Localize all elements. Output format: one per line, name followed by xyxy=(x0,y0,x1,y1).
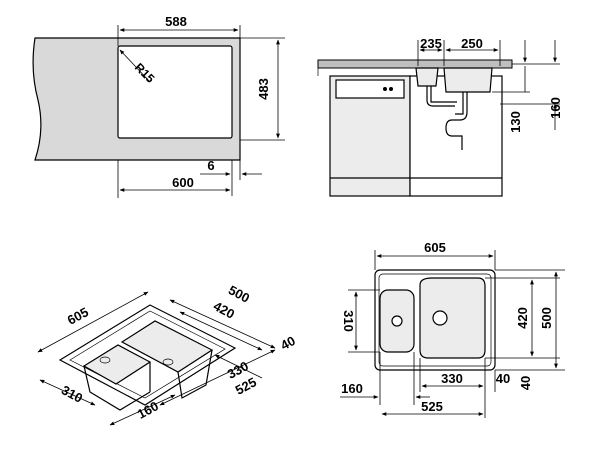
dim-margin-right-label: 40 xyxy=(496,371,510,386)
dim-cabinet-label: 600 xyxy=(172,175,194,190)
dishwasher-panel xyxy=(335,79,405,99)
large-bowl-top xyxy=(419,277,486,359)
sink-rim-inner xyxy=(378,273,492,367)
dim-margin-iso-label: 40 xyxy=(278,333,298,353)
cutout-view: 588 R15 483 6 600 xyxy=(32,14,285,198)
dim-line-radius xyxy=(119,49,151,83)
drain-small-iso xyxy=(99,356,111,364)
dim-offset-label: 6 xyxy=(207,158,214,173)
dim-height-label: 483 xyxy=(256,78,271,100)
dim-line-span-iso xyxy=(159,349,276,406)
small-bowl-section xyxy=(415,67,439,87)
dim-right-bowl-label: 250 xyxy=(461,36,483,51)
countertop-section xyxy=(317,59,513,69)
drain-pipe xyxy=(426,86,468,150)
knob xyxy=(389,87,393,91)
dim-overall-width-label: 605 xyxy=(424,240,446,255)
dim-depth-small-label: 130 xyxy=(508,111,523,133)
dim-length-iso-label: 605 xyxy=(65,304,91,327)
dim-margin-bottom-label: 40 xyxy=(518,376,533,390)
dim-small-bowl-iso-label: 310 xyxy=(59,382,85,405)
dim-small-bowl-width-label: 160 xyxy=(341,381,363,396)
dim-overall-iso-label: 500 xyxy=(226,282,252,305)
dim-overall-height-label: 500 xyxy=(539,307,554,329)
dim-small-bowl-height-label: 310 xyxy=(341,310,356,332)
dim-inner-height-label: 420 xyxy=(515,307,530,329)
dim-line-small-bowl-iso xyxy=(39,379,96,406)
top-view: 605 310 420 500 330 40 40 160 525 xyxy=(340,240,565,418)
drain-small-top xyxy=(391,315,403,327)
drain-pipe xyxy=(430,86,464,115)
dim-line-inner-iso xyxy=(179,311,263,351)
dim-depth-large-label: 160 xyxy=(548,97,563,119)
dim-span-label: 525 xyxy=(421,399,443,414)
dim-line-small-width-iso xyxy=(109,394,176,426)
cutout-opening xyxy=(117,45,233,139)
dim-line-length-iso xyxy=(37,291,149,353)
dim-main-bowl-width-label: 330 xyxy=(441,371,463,386)
drain-large-top xyxy=(432,310,448,326)
side-view: 235 250 130 160 xyxy=(317,36,563,197)
dim-inner-iso-label: 420 xyxy=(211,298,237,321)
large-bowl-section xyxy=(443,67,493,93)
knob xyxy=(383,87,387,91)
dim-width-label: 588 xyxy=(165,14,187,29)
isometric-view: 605 500 420 40 330 525 310 160 xyxy=(37,282,298,426)
dim-left-bowl-label: 235 xyxy=(420,36,442,51)
